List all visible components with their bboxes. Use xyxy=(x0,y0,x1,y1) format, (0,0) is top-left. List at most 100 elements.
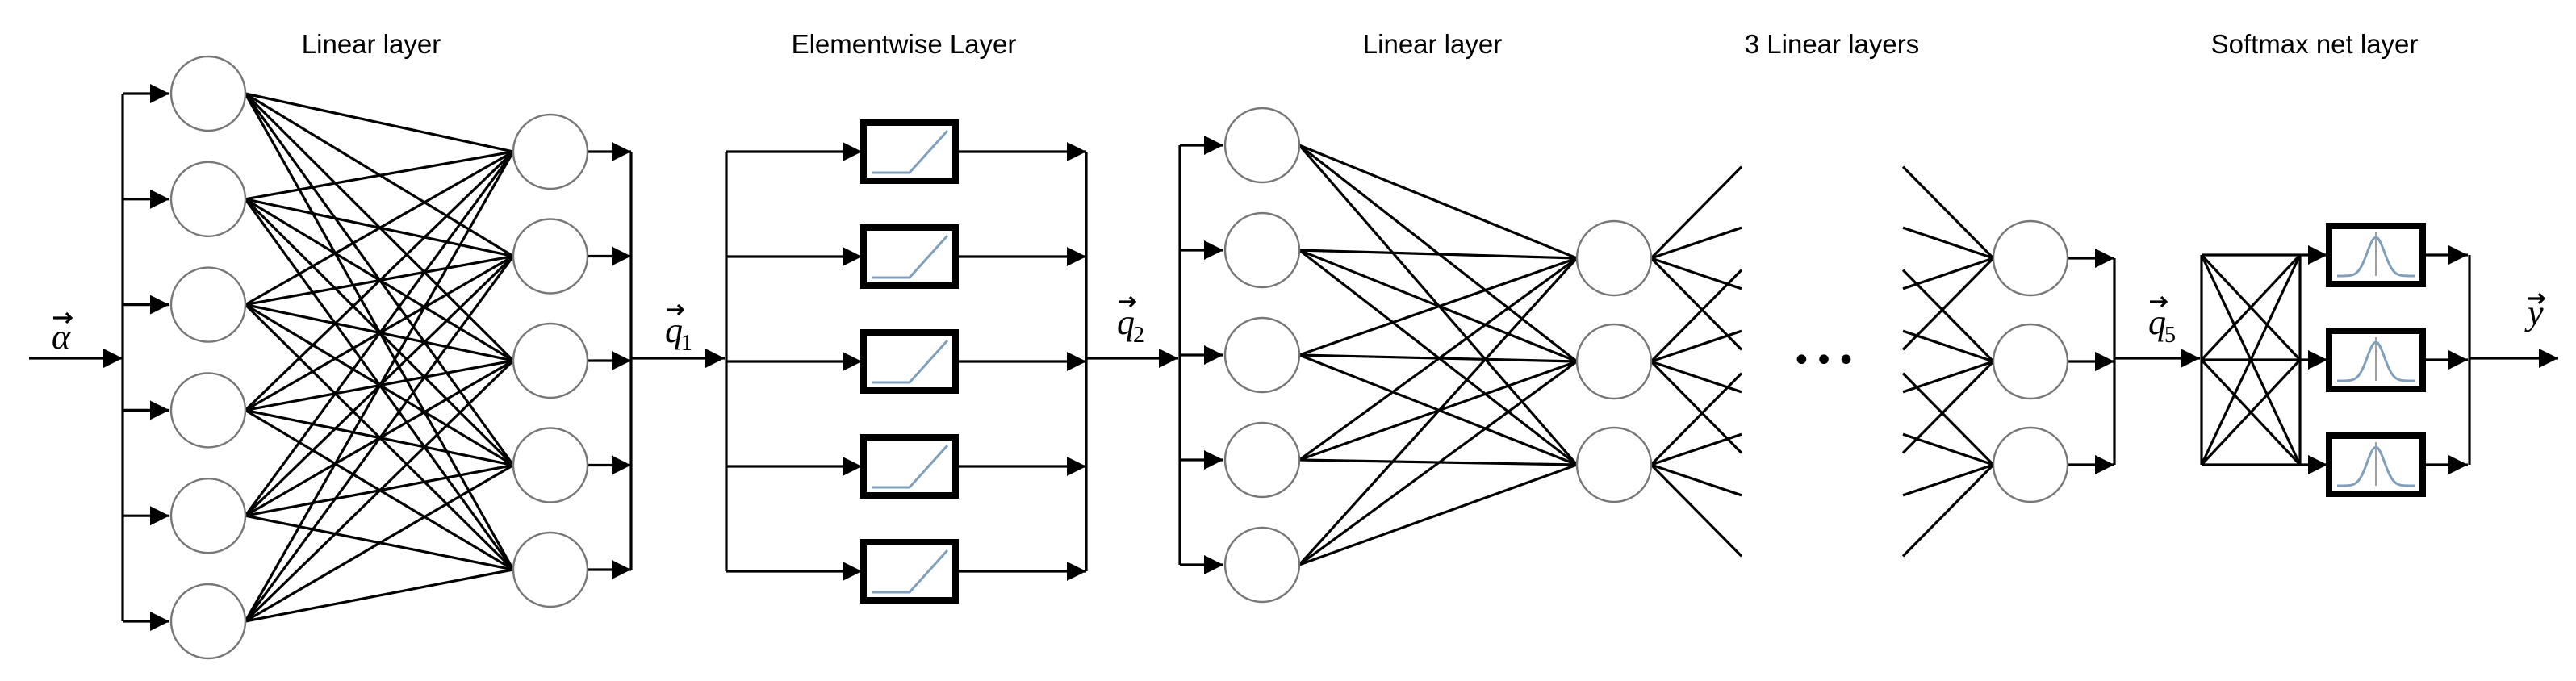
vector-arrow-q2 xyxy=(1119,295,1137,308)
fan-out-0-3 xyxy=(1650,257,1743,351)
neuron-l2-input-2 xyxy=(1223,316,1301,394)
fan-out-1-0 xyxy=(1650,269,1743,363)
neuron-l1-output-0 xyxy=(512,113,589,190)
neuron-l2-output-0 xyxy=(1575,219,1653,297)
edge-l1-5-4 xyxy=(245,568,514,623)
neuron-l1-input-5 xyxy=(169,583,247,660)
title-elementwise-layer: Elementwise Layer xyxy=(792,29,1017,59)
neuron-last-hidden-2 xyxy=(1992,426,2069,503)
vector-arrow-alpha xyxy=(53,311,73,324)
activation-boxes xyxy=(860,119,2426,604)
vector-q2-symbol: q xyxy=(1117,303,1135,342)
vector-q5-subscript: 5 xyxy=(2164,323,2176,348)
fan-in-2-0 xyxy=(1901,372,1995,466)
fan-in-2-2 xyxy=(1902,463,1994,497)
fan-in-2-1 xyxy=(1902,432,1994,466)
fan-out-2-1 xyxy=(1650,432,1742,466)
edge-l2-4-1 xyxy=(1298,360,1578,566)
fan-out-2-3 xyxy=(1650,463,1743,558)
vector-q1-subscript: 1 xyxy=(681,331,692,356)
gaussian-curve-0 xyxy=(2337,236,2415,278)
neuron-l2-input-1 xyxy=(1223,211,1301,289)
edge-l1-0-0 xyxy=(245,92,514,153)
vector-arrow-q5 xyxy=(2150,295,2168,308)
relu-curve-4 xyxy=(872,549,949,594)
relu-box-frame-4 xyxy=(860,539,959,604)
relu-box-frame-1 xyxy=(860,224,959,289)
fan-out-0-1 xyxy=(1650,226,1742,260)
vector-label-alpha: α xyxy=(52,311,73,357)
title-linear-layer-2: Linear layer xyxy=(1363,29,1502,59)
softmax-box-2 xyxy=(2326,432,2426,497)
vector-alpha-symbol: α xyxy=(52,317,71,357)
title-three-linear-layers: 3 Linear layers xyxy=(1745,29,1919,59)
neuron-l1-input-4 xyxy=(169,478,247,554)
neuron-l1-output-4 xyxy=(512,531,589,608)
neuron-l2-input-4 xyxy=(1223,526,1301,604)
edge-l1-5-1 xyxy=(244,255,515,622)
neuron-l1-input-3 xyxy=(169,372,247,449)
fan-out-0-0 xyxy=(1650,165,1743,260)
edge-l1-5-3 xyxy=(245,464,514,623)
neuron-l2-input-3 xyxy=(1223,421,1301,499)
fan-in-2-3 xyxy=(1901,463,1995,558)
connection-lines xyxy=(29,84,2558,631)
neuron-l1-output-1 xyxy=(512,218,589,295)
edge-l2-0-0 xyxy=(1298,144,1578,260)
softmax-edge-2-1 xyxy=(2200,358,2302,466)
vector-label-q2: q 2 xyxy=(1117,295,1144,348)
vector-arrow-y xyxy=(2528,292,2546,305)
fan-in-0-1 xyxy=(1902,226,1994,260)
vector-q2-subscript: 2 xyxy=(1133,323,1144,348)
fan-out-1-3 xyxy=(1650,360,1743,454)
neuron-l2-input-0 xyxy=(1223,107,1301,184)
neuron-last-hidden-0 xyxy=(1992,219,2069,297)
edge-l2-4-0 xyxy=(1298,257,1579,566)
softmax-edge-1-0 xyxy=(2200,253,2302,361)
edge-l1-3-0 xyxy=(244,150,515,412)
fan-in-1-0 xyxy=(1901,269,1995,363)
ellipsis-dots: ••• xyxy=(1792,342,1859,379)
neuron-l1-input-2 xyxy=(169,266,247,343)
relu-box-3 xyxy=(860,434,959,499)
edge-l1-1-0 xyxy=(245,150,514,201)
neuron-nodes xyxy=(169,55,2069,660)
fan-out-2-0 xyxy=(1650,372,1743,466)
softmax-edge-2-0 xyxy=(2200,254,2302,466)
neuron-last-hidden-1 xyxy=(1992,323,2069,400)
fan-out-2-2 xyxy=(1650,463,1742,497)
vector-label-q1: q 1 xyxy=(665,303,692,356)
edge-l2-2-0 xyxy=(1298,257,1578,357)
title-linear-layer-1: Linear layer xyxy=(302,29,441,59)
title-softmax-layer: Softmax net layer xyxy=(2211,29,2419,59)
vector-arrow-q1 xyxy=(667,303,685,316)
fan-in-1-1 xyxy=(1902,329,1994,363)
neuron-l1-input-0 xyxy=(169,55,247,132)
edge-l2-3-0 xyxy=(1298,257,1578,462)
edge-l1-5-2 xyxy=(244,359,515,623)
vector-q1-symbol: q xyxy=(665,311,683,350)
relu-box-1 xyxy=(860,224,959,289)
relu-box-0 xyxy=(860,119,959,184)
relu-box-2 xyxy=(860,329,959,394)
relu-curve-1 xyxy=(872,234,949,279)
relu-box-4 xyxy=(860,539,959,604)
relu-curve-2 xyxy=(872,339,949,384)
gaussian-curve-1 xyxy=(2337,340,2415,382)
edge-l1-5-0 xyxy=(244,151,515,622)
edge-l2-4-2 xyxy=(1298,463,1578,566)
vector-label-y: y xyxy=(2524,292,2546,332)
edge-l2-1-0 xyxy=(1298,249,1578,260)
relu-curve-0 xyxy=(872,129,949,174)
edge-l1-4-0 xyxy=(244,151,515,517)
vector-label-q5: q 5 xyxy=(2148,295,2176,348)
gaussian-curve-2 xyxy=(2337,445,2415,487)
edge-l1-2-0 xyxy=(245,150,514,306)
neuron-l2-output-1 xyxy=(1575,323,1653,400)
neuron-l1-output-2 xyxy=(512,322,589,399)
relu-curve-3 xyxy=(872,444,949,489)
fan-out-1-1 xyxy=(1650,329,1742,363)
vector-q5-symbol: q xyxy=(2148,303,2166,342)
fan-in-0-0 xyxy=(1901,165,1995,260)
